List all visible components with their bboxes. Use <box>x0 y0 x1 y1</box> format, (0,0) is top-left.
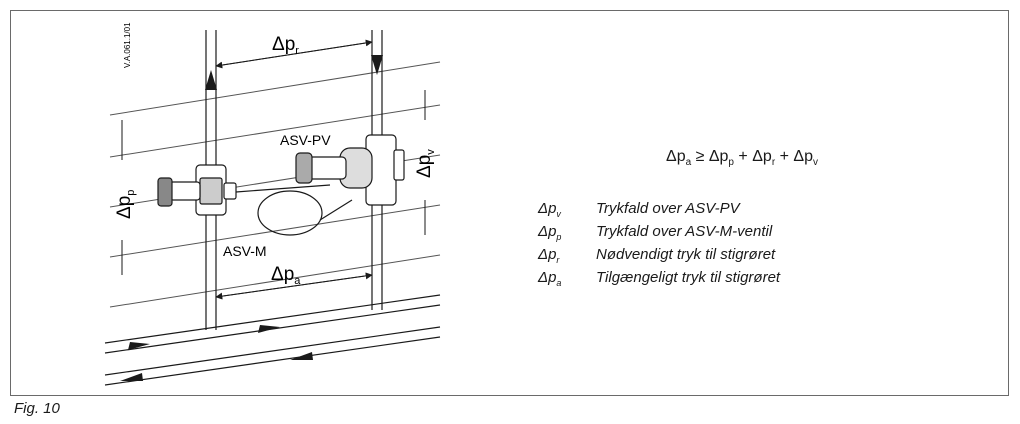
flow-arrow-up <box>205 70 217 90</box>
label-dp-r: Δpr <box>272 34 299 57</box>
dp-a-dimension <box>215 272 373 300</box>
label-dp-v: Δpv <box>414 149 437 178</box>
flow-arrow-down <box>371 55 383 75</box>
figure-frame <box>10 10 1009 396</box>
asv-pv-valve <box>295 134 405 206</box>
label-dp-a: Δpa <box>271 264 301 287</box>
legend-item: Δpr Nødvendigt tryk til stigrøret <box>538 246 776 265</box>
symbol-legend: Δpv Trykfald over ASV-PV Δpp Trykfald ov… <box>538 200 780 292</box>
legend-item: Δpa Tilgængeligt tryk til stigrøret <box>538 269 781 288</box>
capillary-tube <box>235 184 353 236</box>
pipe-flow-arrows <box>120 325 313 381</box>
label-asv-m: ASV-M <box>223 243 267 259</box>
supply-pipes <box>104 294 441 386</box>
legend-item: Δpv Trykfald over ASV-PV <box>538 200 740 219</box>
label-asv-pv: ASV-PV <box>280 132 331 148</box>
dp-r-dimension <box>215 39 373 69</box>
asv-m-valve <box>157 164 237 216</box>
legend-item: Δpp Trykfald over ASV-M-ventil <box>538 223 773 242</box>
figure-caption: Fig. 10 <box>14 400 60 417</box>
drawing-code: V.A.061.1/01 <box>123 22 132 68</box>
pressure-formula: Δpa ≥ Δpp + Δpr + Δpv <box>666 148 818 169</box>
label-dp-p: Δpp <box>114 190 137 219</box>
